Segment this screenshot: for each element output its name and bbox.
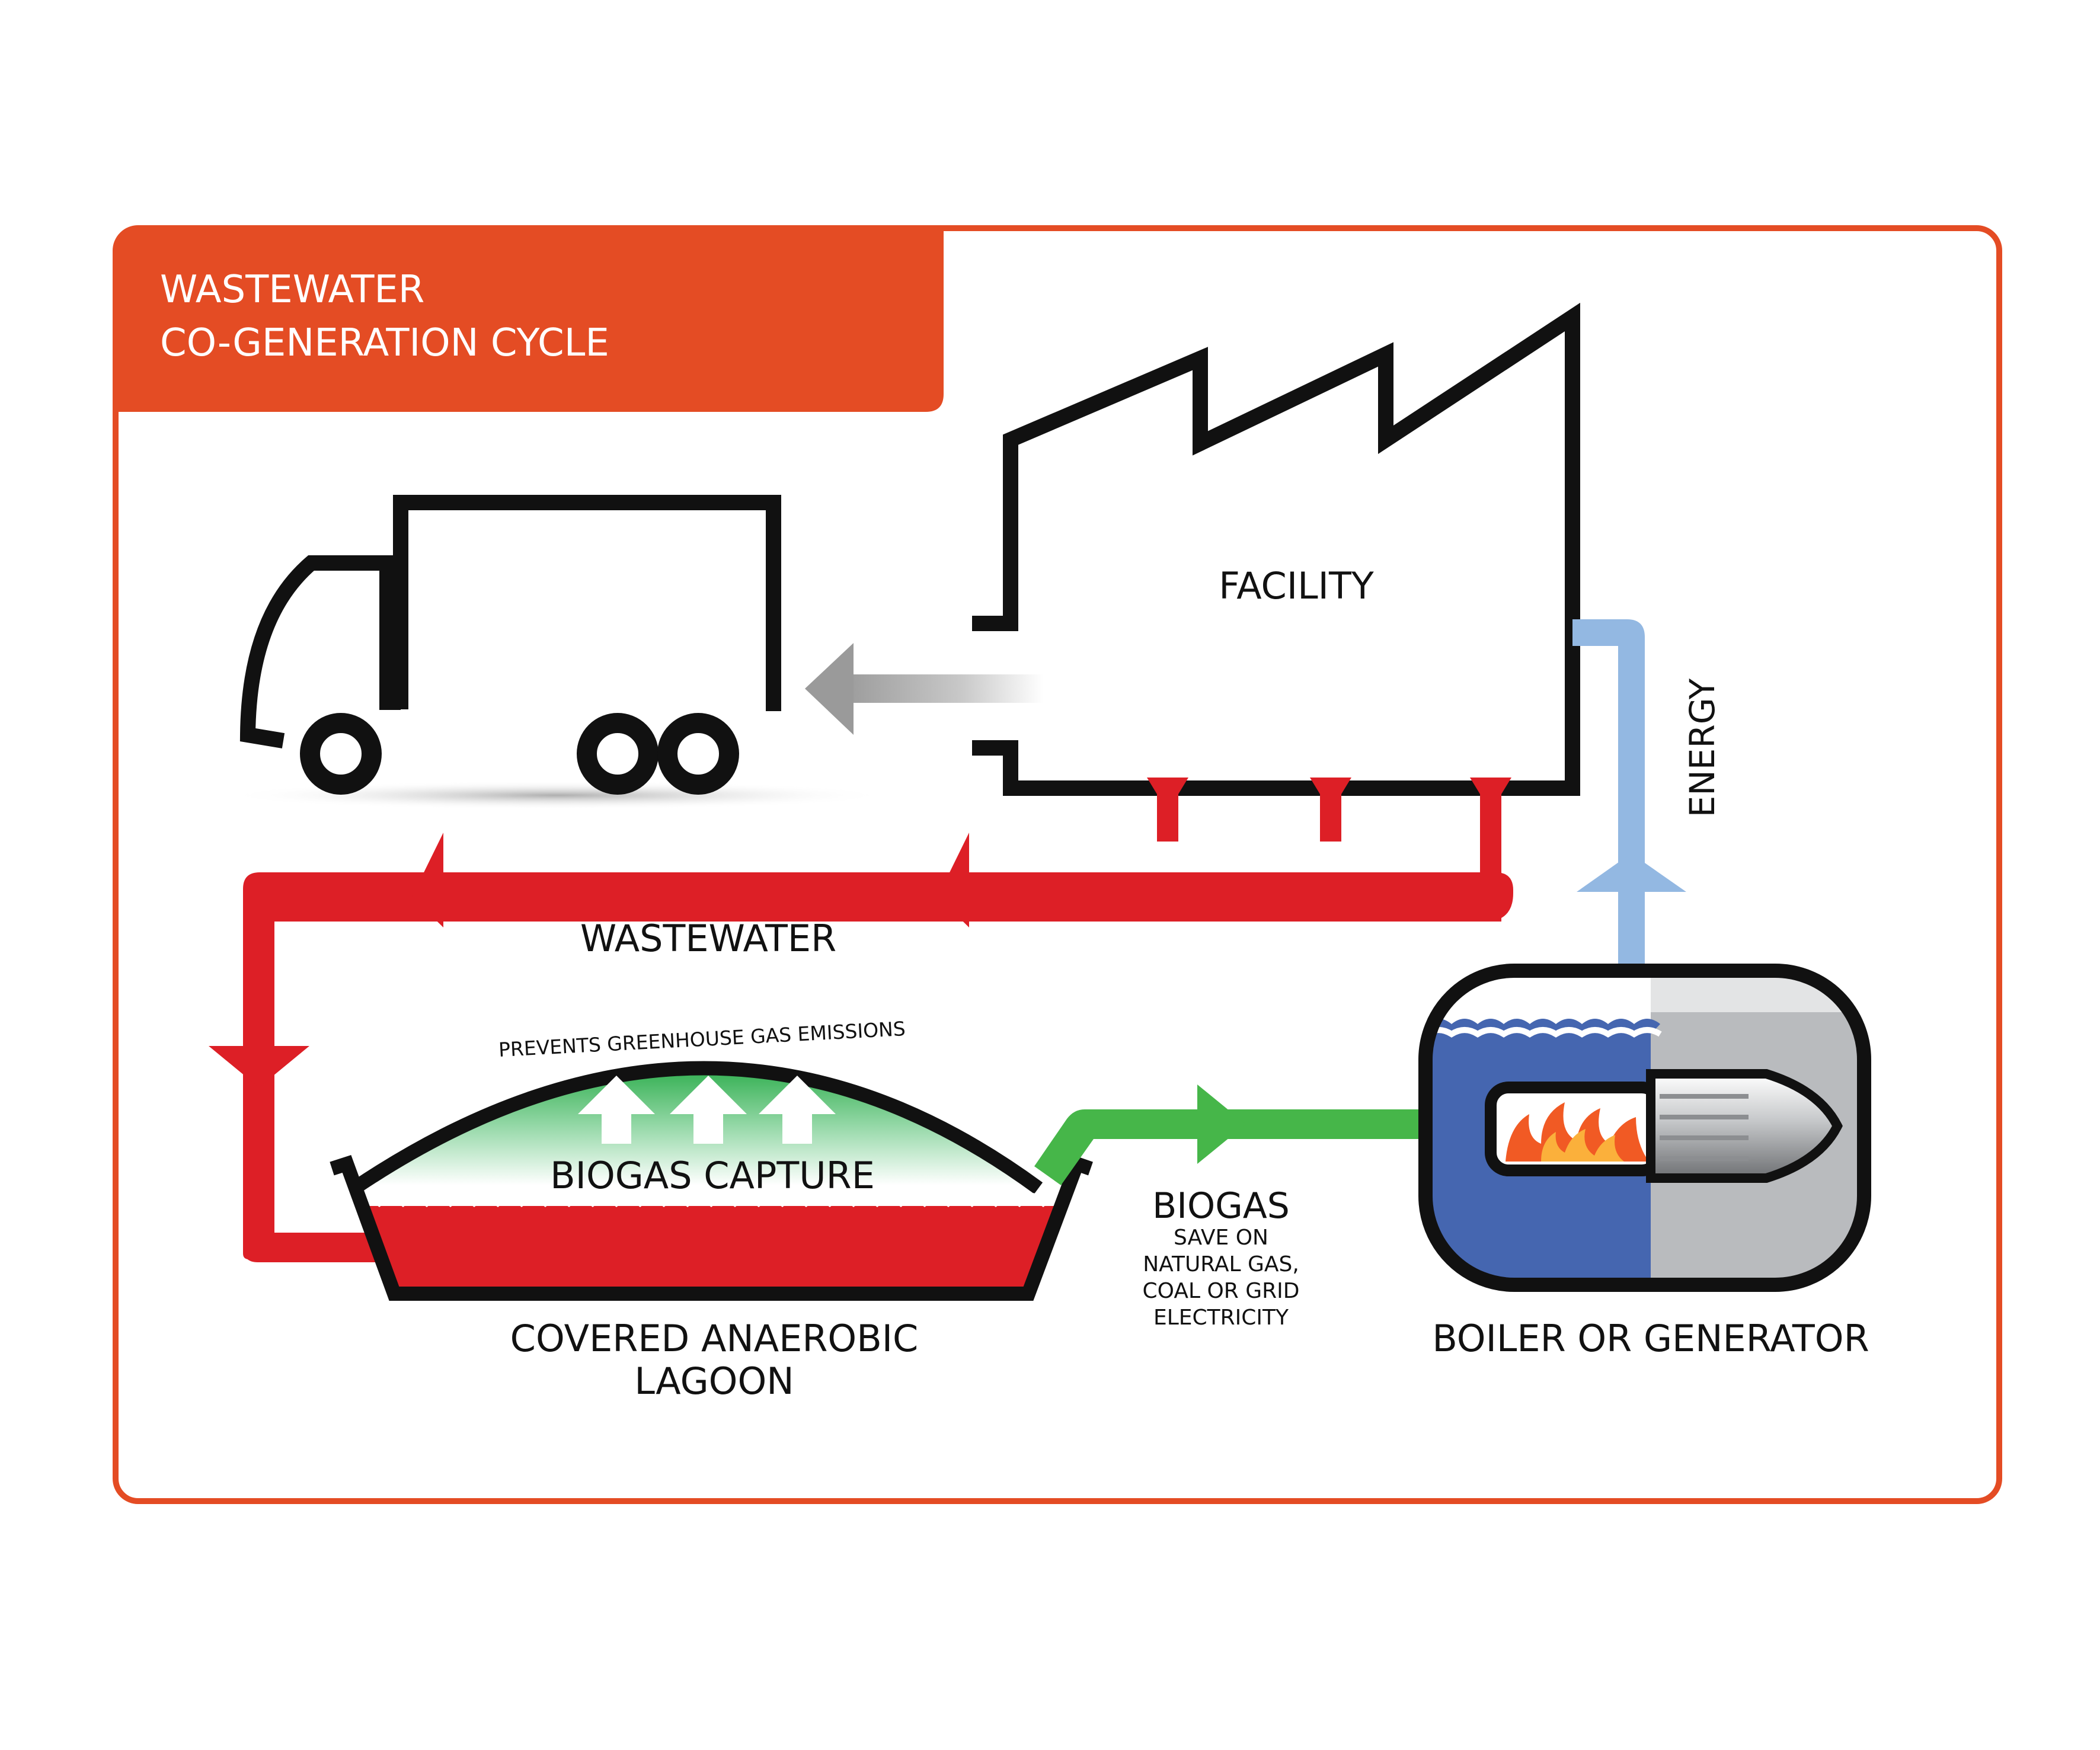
truck-cargo-box xyxy=(393,495,781,711)
lagoon-label-1: COVERED ANAEROBIC xyxy=(510,1317,919,1360)
transport-arrow-icon xyxy=(805,643,1043,735)
biogas-label: BIOGAS xyxy=(1152,1185,1290,1227)
boiler-outline xyxy=(1418,964,1871,1292)
boiler-label: BOILER OR GENERATOR xyxy=(1432,1317,1869,1360)
truck-icon xyxy=(225,495,889,810)
energy-pipe xyxy=(1572,619,1686,972)
flame-icon xyxy=(1506,1102,1649,1162)
wastewater-arrow-down xyxy=(209,1046,309,1087)
truck-wheel-rear-2 xyxy=(657,713,739,795)
wastewater-arrow-2 xyxy=(412,833,443,927)
outer-frame xyxy=(113,225,2002,1504)
factory-icon: FACILITY xyxy=(972,302,1580,796)
biogas-note-1: SAVE ON xyxy=(1174,1226,1268,1250)
biogas-arrow xyxy=(1197,1084,1246,1164)
title-tab xyxy=(113,228,944,412)
up-arrow-icon xyxy=(578,1076,836,1144)
lagoon-dome-outline xyxy=(350,1061,1043,1194)
title-line-2: CO-GENERATION CYCLE xyxy=(160,321,609,365)
burner-icon xyxy=(1646,1069,1843,1183)
biogas-note-2: NATURAL GAS, xyxy=(1143,1252,1299,1276)
lagoon-outline xyxy=(330,1154,1093,1301)
lagoon-basin xyxy=(362,1206,1067,1289)
wastewater-arrow-1 xyxy=(938,833,969,927)
wastewater-drains xyxy=(1147,778,1511,877)
lagoon-icon: BIOGAS CAPTURE xyxy=(330,1061,1093,1301)
truck-shadow xyxy=(225,781,889,810)
truck-wheel-rear-1 xyxy=(577,713,659,795)
truck-cab xyxy=(239,555,408,748)
wastewater-label: WASTEWATER xyxy=(580,917,836,960)
energy-arrow xyxy=(1577,853,1686,892)
biogas-note-4: ELECTRICITY xyxy=(1153,1306,1289,1330)
factory-outline xyxy=(972,302,1580,796)
lagoon-water-waves xyxy=(353,1193,1070,1207)
wastewater-pipe xyxy=(209,833,1513,1262)
energy-label: ENERGY xyxy=(1682,678,1722,817)
lagoon-label-2: LAGOON xyxy=(634,1359,794,1403)
boiler-icon xyxy=(1418,964,1871,1292)
title-line-1: WASTEWATER xyxy=(160,268,424,312)
biogas-pipe xyxy=(1034,1084,1428,1185)
prevents-emissions-label: PREVENTS GREENHOUSE GAS EMISSIONS xyxy=(498,1017,906,1061)
facility-label: FACILITY xyxy=(1219,564,1374,607)
biogas-note-3: COAL OR GRID xyxy=(1142,1279,1299,1303)
biogas-capture-label: BIOGAS CAPTURE xyxy=(550,1154,875,1197)
truck-wheel-front xyxy=(300,713,382,795)
